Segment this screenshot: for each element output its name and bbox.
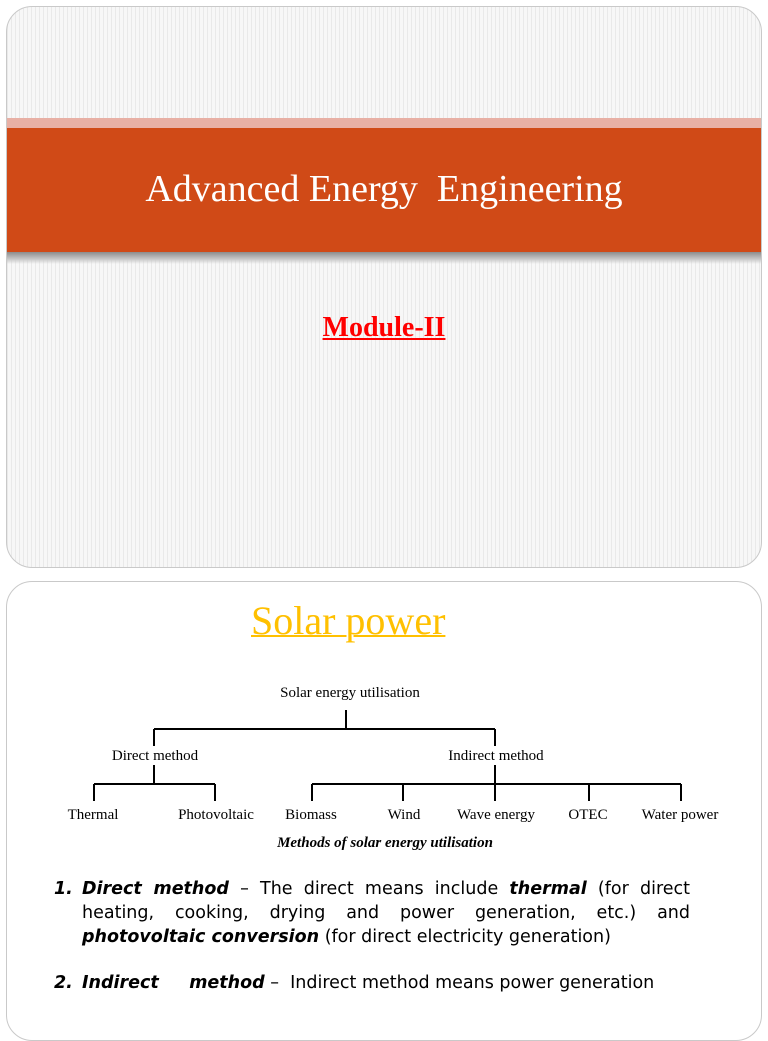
text-segment: – The direct means include bbox=[228, 879, 510, 899]
title-band-shadow bbox=[7, 252, 761, 264]
keyword-photovoltaic-conversion: photovoltaic conversion bbox=[82, 927, 320, 947]
title-band bbox=[7, 128, 761, 252]
list-number: 2. bbox=[54, 973, 73, 993]
tree-leaf-wind: Wind bbox=[388, 807, 421, 823]
tree-leaf-biomass: Biomass bbox=[285, 807, 337, 823]
list-number: 1. bbox=[54, 879, 73, 899]
text-segment: (for direct electricity generation) bbox=[319, 927, 611, 947]
methods-list: 1. Direct method – The direct means incl… bbox=[7, 877, 761, 995]
term-direct-method: Direct method bbox=[82, 879, 229, 899]
tree-connectors bbox=[93, 710, 682, 801]
tree-leaf-wave-energy: Wave energy bbox=[457, 807, 536, 823]
tree-leaf-photovoltaic: Photovoltaic bbox=[178, 807, 254, 823]
diagram-caption: Methods of solar energy utilisation bbox=[277, 835, 493, 851]
title-slide: Advanced Energy Engineering Module-II bbox=[6, 6, 762, 568]
keyword-thermal: thermal bbox=[509, 879, 587, 899]
presentation-title: Advanced Energy Engineering bbox=[145, 168, 623, 210]
list-item-text: Indirect method – Indirect method means … bbox=[82, 971, 690, 995]
list-item-indirect-method: 2. Indirect method – Indirect method mea… bbox=[7, 971, 761, 995]
text-segment: – Indirect method means power generation bbox=[264, 973, 655, 993]
tree-root-label: Solar energy utilisation bbox=[280, 685, 420, 701]
title-band-highlight bbox=[7, 118, 761, 128]
list-item-direct-method: 1. Direct method – The direct means incl… bbox=[7, 877, 761, 949]
solar-utilisation-tree-diagram: Solar energy utilisation Direct method I… bbox=[68, 685, 719, 823]
tree-leaf-otec: OTEC bbox=[568, 807, 607, 823]
list-item-text: Direct method – The direct means include… bbox=[82, 877, 690, 949]
text-segment: (for direct heating, cooking, drying and… bbox=[82, 879, 691, 923]
tree-leaf-thermal: Thermal bbox=[68, 807, 119, 823]
tree-indirect-method-label: Indirect method bbox=[448, 748, 544, 764]
tree-direct-method-label: Direct method bbox=[112, 748, 199, 764]
solar-power-slide: Solar power Solar energy utilisation Dir… bbox=[6, 581, 762, 1041]
slide-heading: Solar power bbox=[251, 598, 446, 643]
tree-leaf-water-power: Water power bbox=[642, 807, 719, 823]
module-label: Module-II bbox=[322, 312, 446, 343]
term-indirect-method: Indirect method bbox=[82, 973, 265, 993]
